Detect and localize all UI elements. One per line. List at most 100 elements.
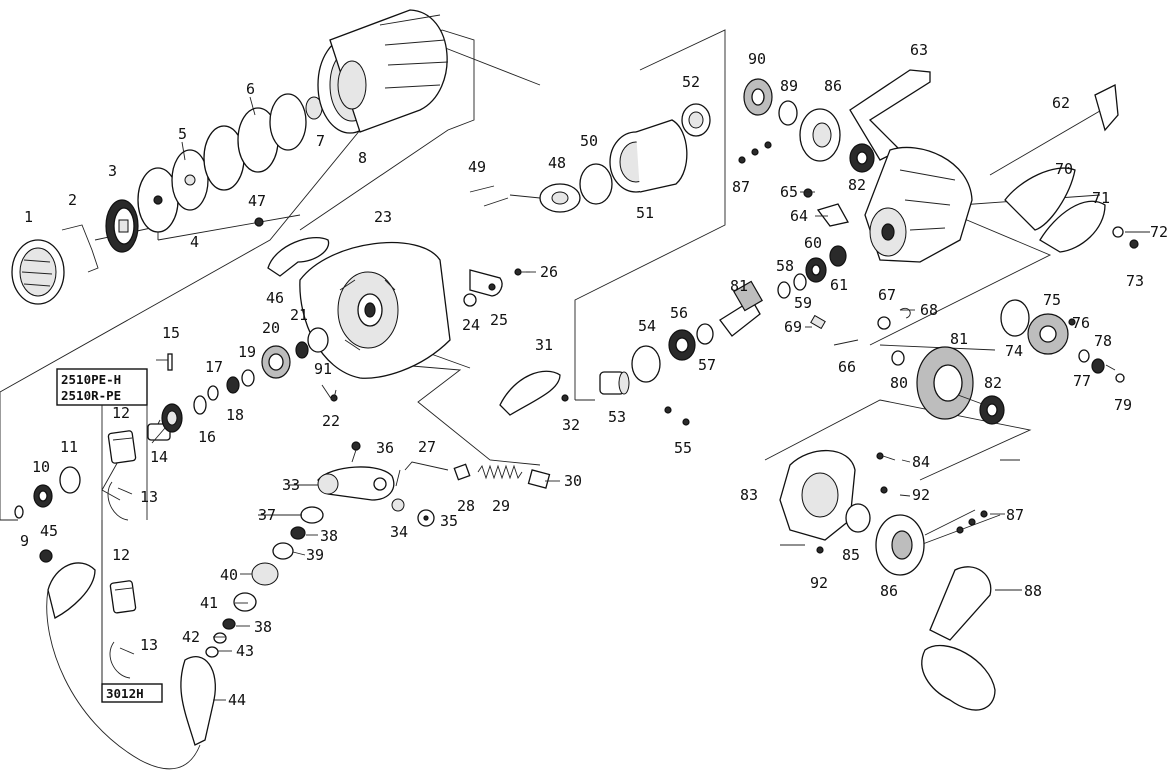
label-10: 10 [32, 458, 50, 476]
part-labels: 1 2 3 4 5 6 7 8 9 10 11 12 13 12 13 14 1… [20, 41, 1168, 709]
label-52: 52 [682, 73, 700, 91]
part-81-pinion-gear [719, 280, 763, 337]
part-32-screw [561, 394, 569, 402]
part-82-bearing-upper [849, 143, 875, 173]
label-62: 62 [1052, 94, 1070, 112]
part-92-screw-upper [880, 486, 888, 494]
label-38a: 38 [320, 527, 338, 545]
label-9: 9 [20, 532, 29, 550]
label-92b: 92 [810, 574, 828, 592]
label-69: 69 [784, 318, 802, 336]
label-24: 24 [462, 316, 480, 334]
label-47: 47 [248, 192, 266, 210]
label-79: 79 [1114, 396, 1132, 414]
label-38b: 38 [254, 618, 272, 636]
part-58-washer [777, 281, 791, 299]
label-64: 64 [790, 207, 808, 225]
model-note-line2: 2510R-PE [61, 388, 121, 403]
part-70-cover [1004, 167, 1076, 231]
part-64-plate [816, 203, 849, 227]
label-28: 28 [457, 497, 475, 515]
label-67: 67 [878, 286, 896, 304]
part-34-collar [391, 498, 405, 512]
label-90: 90 [748, 50, 766, 68]
part-44-bail-assembly [46, 562, 216, 770]
label-19: 19 [238, 343, 256, 361]
label-71: 71 [1092, 189, 1110, 207]
model-applicability-box: 2510PE-H 2510R-PE 3012H [56, 368, 163, 703]
part-92-screw-lower [816, 546, 824, 554]
label-51: 51 [636, 204, 654, 222]
body [864, 146, 973, 263]
label-82a: 82 [848, 176, 866, 194]
label-8: 8 [358, 149, 367, 167]
part-91-oring [307, 327, 329, 353]
part-72-washer [1112, 226, 1124, 238]
label-14: 14 [150, 448, 168, 466]
label-49: 49 [468, 158, 486, 176]
label-5: 5 [178, 125, 187, 143]
part-84-screw [876, 452, 896, 461]
label-3: 3 [108, 162, 117, 180]
part-76-pin [1068, 318, 1076, 326]
label-87b: 87 [1006, 506, 1024, 524]
label-81b: 81 [950, 330, 968, 348]
part-38-washer-a [290, 526, 306, 540]
part-13-spring-top [107, 481, 133, 521]
label-34: 34 [390, 523, 408, 541]
label-21: 21 [290, 306, 308, 324]
label-83: 83 [740, 486, 758, 504]
label-12b: 12 [112, 546, 130, 564]
label-72: 72 [1150, 223, 1168, 241]
part-20-nut [261, 345, 291, 379]
label-66: 66 [838, 358, 856, 376]
label-70: 70 [1055, 160, 1073, 178]
label-31: 31 [535, 336, 553, 354]
part-18-washer [226, 376, 240, 394]
part-36-screw [351, 441, 361, 463]
part-86-handle-cap-lower [875, 514, 925, 576]
part-80-bushing [891, 350, 905, 366]
part-79-screw [1115, 373, 1125, 383]
part-10-bearing [33, 484, 53, 508]
part-9-washer [14, 505, 24, 519]
label-56: 56 [670, 304, 688, 322]
label-65: 65 [780, 183, 798, 201]
part-48-stopper [539, 183, 581, 213]
label-53: 53 [608, 408, 626, 426]
label-59: 59 [794, 294, 812, 312]
part-39-bushing [272, 542, 294, 560]
label-18: 18 [226, 406, 244, 424]
part-25-arm-lever [469, 269, 503, 297]
label-32: 32 [562, 416, 580, 434]
part-23-rotor [299, 242, 451, 379]
label-77: 77 [1073, 372, 1091, 390]
label-42: 42 [182, 628, 200, 646]
part-24-washer [463, 293, 477, 307]
label-81a: 81 [730, 277, 748, 295]
label-74: 74 [1005, 342, 1023, 360]
label-54: 54 [638, 317, 656, 335]
label-88: 88 [1024, 582, 1042, 600]
label-92a: 92 [912, 486, 930, 504]
part-3-ratchet [105, 199, 139, 253]
part-50-oring [579, 163, 613, 205]
part-62-main-shaft [989, 83, 1119, 176]
label-44: 44 [228, 691, 246, 709]
part-57-washer [696, 323, 714, 345]
part-69-key [810, 314, 826, 330]
part-59-washer [793, 273, 807, 291]
part-55-screws [664, 406, 690, 426]
parts [11, 9, 1139, 770]
part-83-side-cover [779, 449, 856, 541]
label-80: 80 [890, 374, 908, 392]
label-17: 17 [205, 358, 223, 376]
label-76: 76 [1072, 314, 1090, 332]
part-78-collar [1091, 358, 1105, 374]
part-77-washer [1078, 349, 1090, 363]
part-16-washer [193, 395, 207, 415]
label-13a: 13 [140, 488, 158, 506]
part-53-sleeve [599, 371, 630, 395]
label-91: 91 [314, 360, 332, 378]
